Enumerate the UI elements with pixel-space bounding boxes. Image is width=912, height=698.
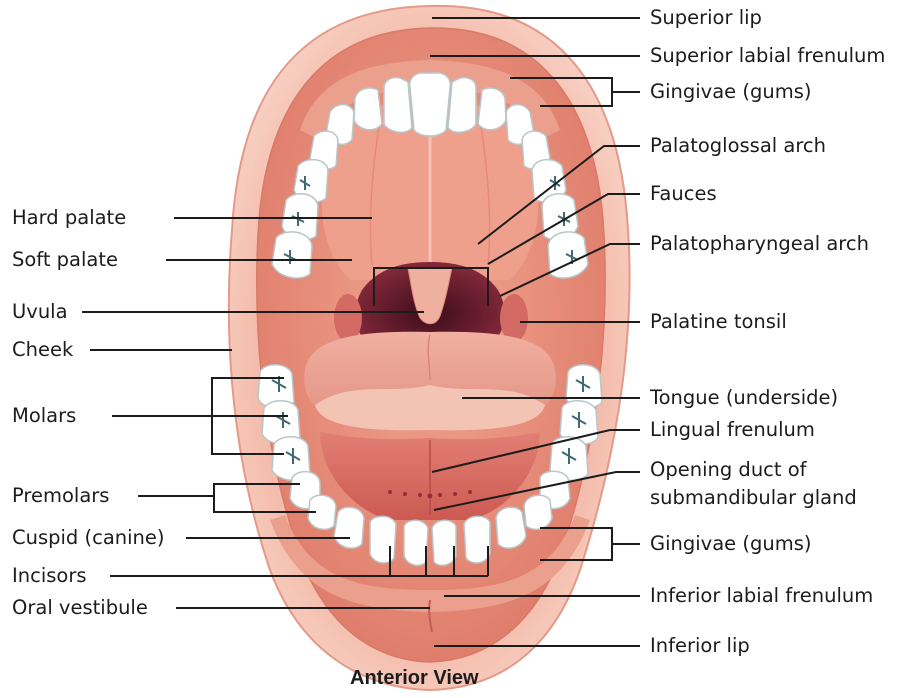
diagram-caption: Anterior View — [350, 667, 479, 690]
label-soft-palate: Soft palate — [12, 248, 118, 272]
tonsil-left — [334, 294, 362, 342]
label-opening-duct-line2: submandibular gland — [650, 486, 857, 510]
label-palatoglossal-arch: Palatoglossal arch — [650, 134, 826, 158]
label-premolars: Premolars — [12, 484, 109, 508]
label-fauces: Fauces — [650, 182, 717, 206]
label-palatine-tonsil: Palatine tonsil — [650, 310, 787, 334]
tonsil-right — [500, 294, 528, 342]
label-opening-duct-line1: Opening duct of — [650, 458, 807, 482]
label-cheek: Cheek — [12, 338, 73, 362]
label-molars: Molars — [12, 404, 76, 428]
label-superior-lip: Superior lip — [650, 6, 762, 30]
label-gingivae-lower: Gingivae (gums) — [650, 532, 811, 556]
label-tongue-underside: Tongue (underside) — [650, 386, 838, 410]
label-lingual-frenulum: Lingual frenulum — [650, 418, 815, 442]
label-palatopharyngeal-arch: Palatopharyngeal arch — [650, 232, 869, 256]
label-oral-vestibule: Oral vestibule — [12, 596, 148, 620]
label-gingivae-upper: Gingivae (gums) — [650, 80, 811, 104]
label-superior-labial-frenulum: Superior labial frenulum — [650, 44, 885, 68]
label-cuspid: Cuspid (canine) — [12, 526, 165, 550]
label-uvula: Uvula — [12, 300, 68, 324]
label-inferior-lip: Inferior lip — [650, 634, 750, 658]
label-inferior-labial-frenulum: Inferior labial frenulum — [650, 584, 873, 608]
label-incisors: Incisors — [12, 564, 87, 588]
label-hard-palate: Hard palate — [12, 206, 126, 230]
tongue-underside — [315, 385, 545, 430]
